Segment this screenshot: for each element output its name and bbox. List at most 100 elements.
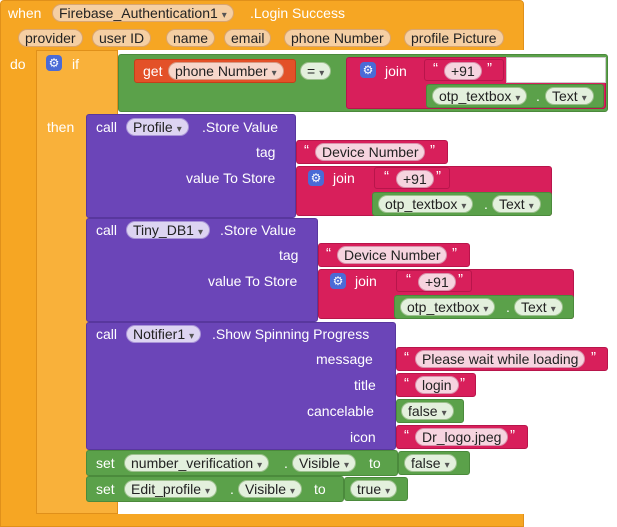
tinydb-tag-value[interactable]: Device Number <box>337 246 448 264</box>
tinydb-component-label: Tiny_DB1 <box>133 222 194 238</box>
close-quote-icon: ” <box>510 427 515 444</box>
cancelable-dropdown[interactable]: false▾ <box>401 402 454 420</box>
profile-tag-value[interactable]: Device Number <box>315 143 426 161</box>
gear-icon[interactable]: ⚙ <box>360 62 376 78</box>
title-value[interactable]: login <box>415 376 459 394</box>
dot-label: . <box>536 88 540 104</box>
param-email[interactable]: email <box>224 29 272 47</box>
close-quote-icon: ” <box>458 271 463 288</box>
chevron-down-icon: ▾ <box>189 331 195 342</box>
dot-label: . <box>506 299 510 315</box>
set1-component-dropdown[interactable]: number_verification▾ <box>124 454 270 472</box>
textbox-property-label: Text <box>521 299 547 315</box>
set2-component-label: Edit_profile <box>131 481 202 497</box>
close-quote-icon: ” <box>591 349 596 366</box>
when-label: when <box>8 5 42 21</box>
textbox-component-label: otp_textbox <box>407 299 480 315</box>
gear-icon[interactable]: ⚙ <box>46 55 62 71</box>
event-component-label: Firebase_Authentication1 <box>59 5 218 21</box>
set2-property-label: Visible <box>245 481 286 497</box>
compare-operator-dropdown[interactable]: =▾ <box>300 62 332 80</box>
close-quote-icon: ” <box>452 245 457 262</box>
set2-value-dropdown[interactable]: true▾ <box>350 480 398 498</box>
textbox-property-dropdown[interactable]: Text▾ <box>545 87 594 105</box>
notifier-component-label: Notifier1 <box>133 326 186 342</box>
profile-component-dropdown[interactable]: Profile▾ <box>126 118 189 136</box>
open-quote-icon: “ <box>404 349 409 366</box>
to-label: to <box>314 481 326 497</box>
set2-component-dropdown[interactable]: Edit_profile▾ <box>124 480 218 498</box>
textbox-property-dropdown[interactable]: Text▾ <box>514 298 563 316</box>
textbox-component-dropdown[interactable]: otp_textbox▾ <box>400 298 496 316</box>
param-phone-number[interactable]: phone Number <box>284 29 391 47</box>
chevron-down-icon: ▾ <box>197 227 203 238</box>
set1-value-dropdown[interactable]: false▾ <box>404 454 457 472</box>
text-value[interactable]: +91 <box>444 62 482 80</box>
chevron-down-icon: ▾ <box>441 408 447 419</box>
chevron-down-icon: ▾ <box>461 201 467 212</box>
textbox-component-dropdown[interactable]: otp_textbox▾ <box>432 87 528 105</box>
open-quote-icon: “ <box>326 245 331 262</box>
call-label: call <box>96 326 118 342</box>
call-notifier-show-spinning-progress[interactable] <box>86 322 396 450</box>
compare-operator-label: = <box>307 63 316 79</box>
open-quote-icon: “ <box>406 271 411 288</box>
set-label: set <box>96 455 115 471</box>
join-label: join <box>385 63 407 79</box>
get-variable-dropdown[interactable]: phone Number▾ <box>168 62 284 80</box>
chevron-down-icon: ▾ <box>221 10 227 21</box>
close-quote-icon: ” <box>436 168 441 185</box>
do-label: do <box>10 56 26 72</box>
notifier-component-dropdown[interactable]: Notifier1▾ <box>126 325 202 343</box>
chevron-down-icon: ▾ <box>290 486 296 497</box>
event-component-dropdown[interactable]: Firebase_Authentication1▾ <box>52 4 234 22</box>
open-quote-icon: “ <box>384 168 389 185</box>
set2-property-dropdown[interactable]: Visible ▾ <box>238 480 303 498</box>
message-label: message <box>316 351 373 367</box>
value-to-store-label: value To Store <box>186 170 276 186</box>
param-user-id[interactable]: user ID <box>92 29 152 47</box>
tinydb-method-label: .Store Value <box>220 222 297 238</box>
cancelable-label: cancelable <box>307 403 374 419</box>
join-empty-slot <box>506 57 606 83</box>
set1-component-label: number_verification <box>131 455 254 471</box>
set1-property-dropdown[interactable]: Visible▾ <box>292 454 357 472</box>
open-quote-icon: “ <box>404 375 409 392</box>
message-value[interactable]: Please wait while loading <box>415 350 586 368</box>
icon-label: icon <box>350 429 376 445</box>
gear-icon[interactable]: ⚙ <box>308 170 324 186</box>
profile-method-label: .Store Value <box>202 119 279 135</box>
tinydb-component-dropdown[interactable]: Tiny_DB1▾ <box>126 221 210 239</box>
icon-value[interactable]: Dr_logo.jpeg <box>415 428 509 446</box>
close-quote-icon: ” <box>460 375 465 392</box>
gear-icon[interactable]: ⚙ <box>330 273 346 289</box>
tinydb-text-value[interactable]: +91 <box>418 273 456 291</box>
close-quote-icon: ” <box>430 142 435 159</box>
param-name[interactable]: name <box>166 29 216 47</box>
chevron-down-icon: ▾ <box>483 304 489 315</box>
chevron-down-icon: ▾ <box>271 68 277 79</box>
notifier-method-label: .Show Spinning Progress <box>212 326 370 342</box>
cancelable-value: false <box>408 403 438 419</box>
get-variable-label: phone Number <box>175 63 268 79</box>
to-label: to <box>369 455 381 471</box>
chevron-down-icon: ▾ <box>176 124 182 135</box>
set-label: set <box>96 481 115 497</box>
call-profile-store-value[interactable] <box>86 114 296 218</box>
chevron-down-icon: ▾ <box>550 304 556 315</box>
event-name: .Login Success <box>250 5 345 21</box>
profile-text-value[interactable]: +91 <box>396 170 434 188</box>
textbox-component-dropdown[interactable]: otp_textbox▾ <box>378 195 474 213</box>
call-label: call <box>96 222 118 238</box>
call-label: call <box>96 119 118 135</box>
set2-value: true <box>357 481 382 497</box>
chevron-down-icon: ▾ <box>344 460 350 471</box>
dot-label: . <box>230 481 234 497</box>
param-provider[interactable]: provider <box>18 29 83 47</box>
param-profile-picture[interactable]: profile Picture <box>404 29 504 47</box>
dot-label: . <box>284 455 288 471</box>
textbox-component-label: otp_textbox <box>439 88 512 104</box>
textbox-component-label: otp_textbox <box>385 196 458 212</box>
chevron-down-icon: ▾ <box>515 93 521 104</box>
textbox-property-dropdown[interactable]: Text▾ <box>492 195 541 213</box>
